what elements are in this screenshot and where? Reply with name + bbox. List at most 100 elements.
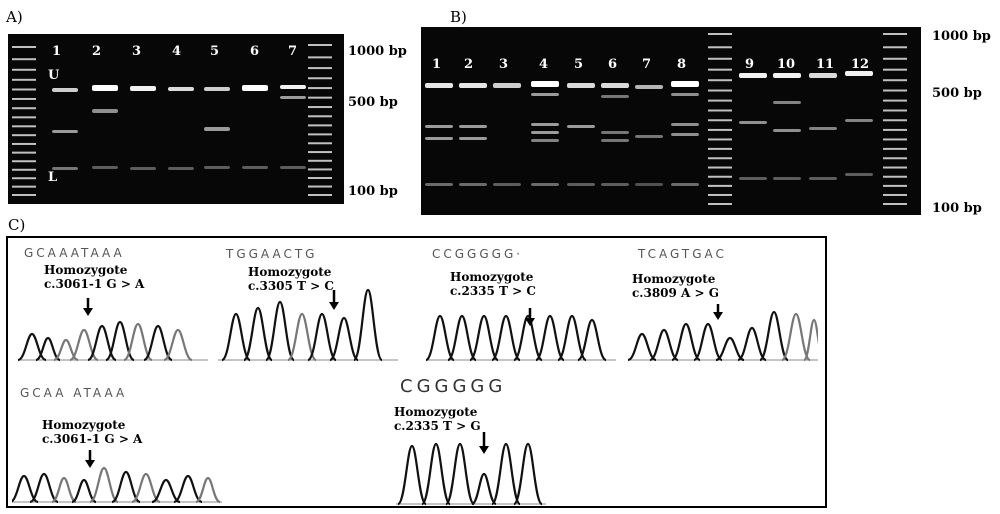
trace-peak [69,328,99,362]
mutation-arrow-head [479,446,489,454]
gel-a-bands [12,44,332,196]
gel-band [493,183,521,186]
gel-band [280,96,306,99]
lane-label: 7 [642,57,652,72]
ladder-band [883,138,907,141]
lane-label: 9 [745,57,755,72]
mutation-annotation: Homozygote c.3061-1 G > A [44,263,144,291]
gel-band [635,135,663,138]
ladder-band [308,77,332,80]
gel-band [280,85,306,89]
trace-peak [163,328,193,362]
ladder-band [883,166,907,169]
trace-peak [671,322,701,362]
trace-peak [18,332,47,362]
gel-band [601,83,629,88]
ladder-band [883,157,907,160]
size-label: 500 bp [932,86,982,101]
ladder-band [308,96,332,99]
zygosity-label: Homozygote [450,270,534,284]
trace-peak [780,312,812,362]
ladder-band [308,142,332,145]
trace-peak [715,336,745,362]
ladder-band [883,109,907,112]
ladder-band [708,46,732,49]
gel-band [531,131,559,134]
lane-label: 3 [499,57,509,72]
trace-peak [352,288,384,362]
gel-band [531,93,559,96]
trace-peak [737,326,767,362]
lane-label: 3 [132,44,142,59]
gel-a-lane-labels: 1 2 3 4 5 6 7 [52,44,342,64]
ladder-band [308,177,332,180]
trace-peak [12,474,39,504]
mutation-annotation: Homozygote c.2335 T > G [394,405,481,433]
zygosity-label: Homozygote [248,265,332,279]
ladder-band [12,142,36,145]
ladder-band [308,56,332,59]
trace-peak [71,478,97,504]
sequence-read: GCAAATAAA [24,246,125,260]
ladder-band [12,58,36,61]
ladder-band [708,89,732,92]
ladder-band [12,134,36,137]
gel-band [168,87,194,91]
gel-band [739,121,767,124]
sequence-read: CCGGGGG· [432,247,524,261]
mutation-arrow-head [713,312,723,320]
gel-band [425,125,453,128]
ladder-band [883,33,907,35]
ladder-band [708,157,732,160]
trace-peak [329,316,359,362]
ladder-band [308,185,332,188]
ladder-band [883,147,907,150]
trace-peak [143,324,173,362]
chromatogram-trace [12,450,222,504]
trace-peak [577,318,607,362]
mutation-label: c.3305 T > C [248,279,334,293]
zygosity-label: Homozygote [632,272,716,286]
ladder-band [308,44,332,46]
gel-band [671,123,699,126]
ladder-band [12,125,36,128]
gel-band [242,166,268,169]
mutation-arrow-head [525,318,535,326]
gel-band [204,87,230,91]
size-label: 1000 bp [348,44,407,59]
trace-peak [534,314,566,362]
gel-band [809,73,837,78]
ladder-band [883,68,907,71]
gel-band [567,83,595,88]
ladder-band [708,128,732,131]
trace-peak [264,300,296,362]
gel-a: 1 2 3 4 5 6 7 U L [8,34,344,204]
trace-peak [173,474,203,504]
size-label: 100 bp [348,184,398,199]
trace-peak [195,476,221,504]
lane-label: 1 [432,57,442,72]
mutation-label: c.3061-1 G > A [44,277,145,291]
gel-band [493,83,521,88]
mutation-annotation: Homozygote c.3061-1 G > A [42,418,142,446]
trace-peak [51,476,77,504]
chromatogram-trace [218,288,398,362]
gel-band [739,73,767,78]
lane-label: 12 [851,57,870,72]
trace-peak [29,472,59,504]
gel-band [280,166,306,169]
lane-label: 11 [816,57,835,72]
chromatogram-trace [18,298,208,362]
lane-label: 5 [210,44,220,59]
trace-peak [468,314,500,362]
zygosity-label: Homozygote [44,263,128,277]
trace-peak [758,310,790,362]
ladder-band [308,67,332,70]
mutation-annotation: Homozygote c.3305 T > C [248,265,334,293]
ladder-band [708,68,732,71]
gel-band [635,183,663,186]
ladder-band [708,79,732,82]
gel-band [425,137,453,140]
ladder-band [12,177,36,180]
ladder-band [883,184,907,187]
